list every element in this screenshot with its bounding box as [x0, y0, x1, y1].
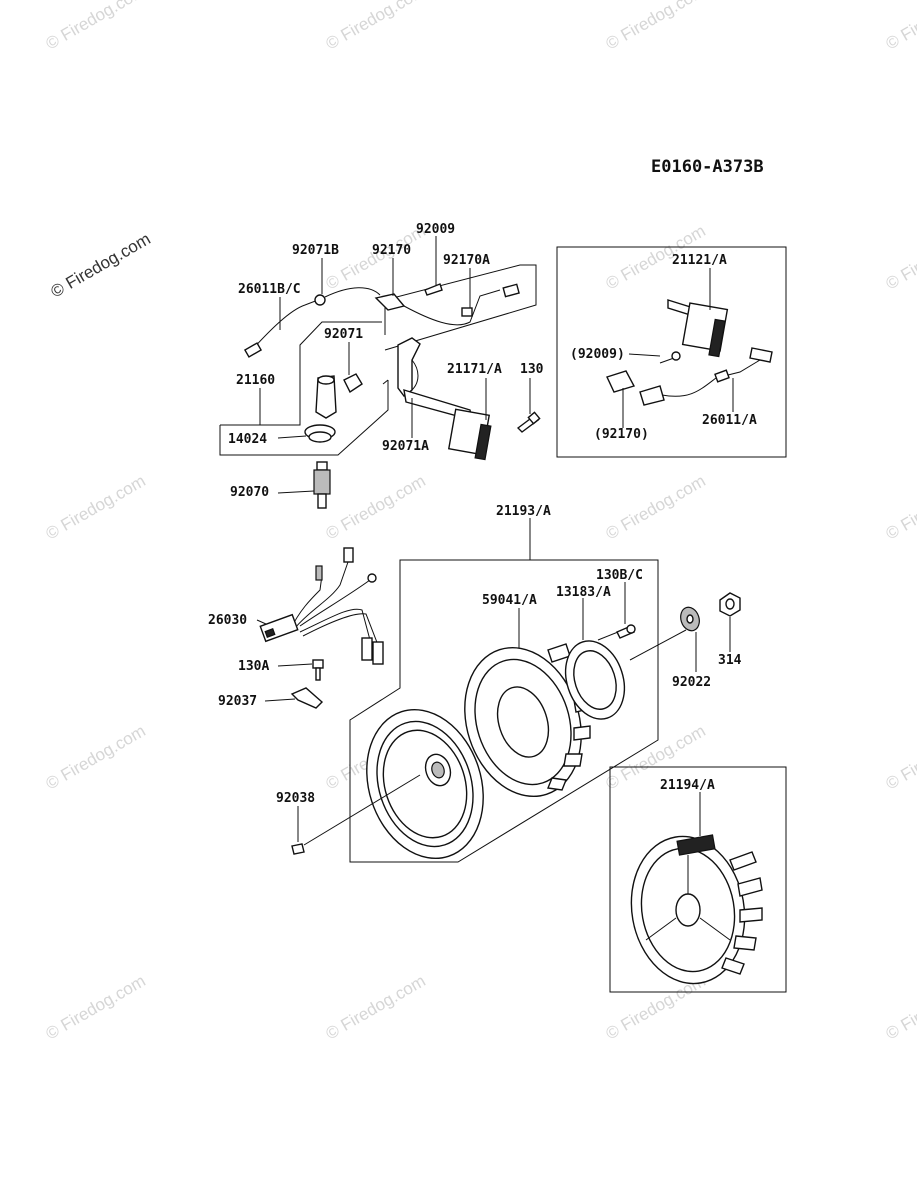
part-label-59041A[interactable]: 59041/A — [482, 593, 537, 608]
part-label-130[interactable]: 130 — [520, 362, 544, 377]
part-label-130BC[interactable]: 130B/C — [596, 568, 643, 583]
part-label-21193A[interactable]: 21193/A — [496, 504, 551, 519]
flywheel-fins — [721, 851, 763, 975]
watermark: © Firedog.com — [323, 971, 429, 1043]
leader-lines — [256, 236, 734, 842]
watermark: © Firedog.com — [883, 471, 917, 543]
watermark: © Firedog.com — [43, 471, 149, 543]
part-label-92170A[interactable]: 92170A — [443, 253, 490, 268]
coil-variant-box — [556, 246, 787, 458]
part-label-92071B[interactable]: 92071B — [292, 243, 339, 258]
part-labels: 92071B 92170 92009 92170A 26011B/C 92071… — [208, 222, 757, 806]
part-label-92009[interactable]: 92009 — [416, 222, 455, 237]
part-label-314[interactable]: 314 — [718, 653, 742, 668]
ignition-group — [219, 264, 541, 509]
harness-group — [259, 547, 421, 855]
part-label-26011BC[interactable]: 26011B/C — [238, 282, 301, 297]
part-label-13183A[interactable]: 13183/A — [556, 585, 611, 600]
watermark: © Firedog.com — [883, 221, 917, 293]
part-label-26030[interactable]: 26030 — [208, 613, 247, 628]
part-label-92022[interactable]: 92022 — [672, 675, 711, 690]
part-label-92070[interactable]: 92070 — [230, 485, 269, 500]
part-label-14024[interactable]: 14024 — [228, 432, 267, 447]
part-label-26011A[interactable]: 26011/A — [702, 413, 757, 428]
watermark: © Firedog.com — [323, 0, 429, 53]
part-label-92170[interactable]: 92170 — [372, 243, 411, 258]
part-label-21121A[interactable]: 21121/A — [672, 253, 727, 268]
flywheel-variant-box — [609, 766, 787, 993]
watermark: © Firedog.com — [323, 471, 429, 543]
part-label-92009-paren[interactable]: (92009) — [570, 347, 625, 362]
part-label-130A[interactable]: 130A — [238, 659, 269, 674]
watermark: © Firedog.com — [43, 721, 149, 793]
watermark: © Firedog.com — [883, 0, 917, 53]
flywheel-group — [349, 559, 741, 863]
watermark: © Firedog.com — [603, 0, 709, 53]
part-label-92038[interactable]: 92038 — [276, 791, 315, 806]
watermark: © Firedog.com — [883, 721, 917, 793]
part-label-92071A[interactable]: 92071A — [382, 439, 429, 454]
watermark-main: © Firedog.com — [48, 229, 154, 301]
part-label-92170-paren[interactable]: (92170) — [594, 427, 649, 442]
part-label-21160[interactable]: 21160 — [236, 373, 275, 388]
watermark: © Firedog.com — [883, 971, 917, 1043]
part-label-92071[interactable]: 92071 — [324, 327, 363, 342]
watermark: © Firedog.com — [43, 0, 149, 53]
watermark: © Firedog.com — [603, 471, 709, 543]
watermark: © Firedog.com — [43, 971, 149, 1043]
part-label-21194A[interactable]: 21194/A — [660, 778, 715, 793]
part-label-21171A[interactable]: 21171/A — [447, 362, 502, 377]
diagram-code: E0160-A373B — [651, 157, 764, 177]
part-label-92037[interactable]: 92037 — [218, 694, 257, 709]
